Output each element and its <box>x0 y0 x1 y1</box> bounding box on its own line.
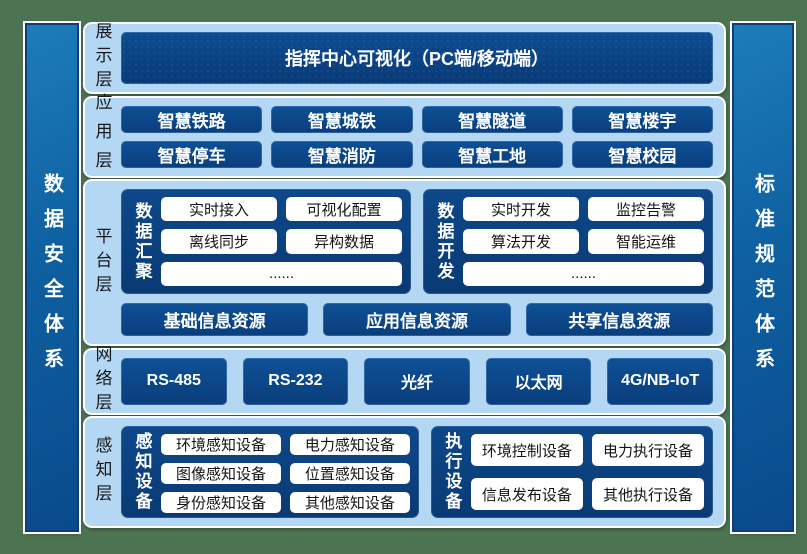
network-box: RS-485 <box>121 357 227 405</box>
network-box: 光纤 <box>364 357 470 405</box>
sensing-devices-label-col: 感知设备 <box>130 432 154 512</box>
aggregation-item-more: ...... <box>161 261 402 286</box>
data-development-label-col: 数据开发 <box>432 197 456 286</box>
application-box: 智慧工地 <box>421 140 563 168</box>
standards-label: 标准规范体系 <box>751 172 774 383</box>
network-box: 4G/NB-IoT <box>607 357 713 405</box>
data-development-label: 数据开发 <box>434 201 454 282</box>
data-aggregation-label: 数据汇聚 <box>132 201 152 282</box>
perception-layer-label-col: 感知层 <box>85 418 119 526</box>
display-layer-content: 指挥中心可视化（PC端/移动端） <box>119 24 724 92</box>
network-box: RS-232 <box>242 357 349 405</box>
platform-layer-label: 平台层 <box>92 226 112 299</box>
sensing-device: 图像感知设备 <box>161 463 281 484</box>
application-box: 智慧铁路 <box>121 105 263 133</box>
perception-layer-content: 感知设备 环境感知设备 电力感知设备 图像感知设备 位置感知设备 身份感知设备 … <box>119 418 724 526</box>
application-box: 智慧城铁 <box>271 105 413 133</box>
execution-device: 电力执行设备 <box>591 434 704 466</box>
application-box: 智慧校园 <box>571 140 713 168</box>
display-layer-label: 展示层 <box>92 22 112 94</box>
data-aggregation-subpanel: 数据汇聚 实时接入 可视化配置 离线同步 异构数据 ...... <box>121 189 411 294</box>
resource-box: 基础信息资源 <box>121 303 309 336</box>
development-item: 智能运维 <box>588 229 704 254</box>
display-layer-panel: 展示层 指挥中心可视化（PC端/移动端） <box>83 22 726 94</box>
execution-devices-subpanel: 执行设备 环境控制设备 电力执行设备 信息发布设备 其他执行设备 <box>430 426 713 518</box>
network-layer-content: RS-485 RS-232 光纤 以太网 4G/NB-IoT <box>119 350 724 413</box>
information-resources-row: 基础信息资源 应用信息资源 共享信息资源 <box>121 303 713 336</box>
development-item: 实时开发 <box>463 197 579 222</box>
application-layer-panel: 应用层 智慧铁路 智慧城铁 智慧隧道 智慧楼宇 智慧停车 智慧消防 智慧工地 智… <box>83 93 726 180</box>
execution-device: 环境控制设备 <box>470 434 583 466</box>
application-layer-label: 应用层 <box>92 93 112 180</box>
application-layer-content: 智慧铁路 智慧城铁 智慧隧道 智慧楼宇 智慧停车 智慧消防 智慧工地 智慧校园 <box>119 98 724 176</box>
execution-device: 其他执行设备 <box>591 478 704 510</box>
data-development-subpanel: 数据开发 实时开发 监控告警 算法开发 智能运维 ...... <box>423 189 713 294</box>
data-aggregation-label-col: 数据汇聚 <box>130 197 154 286</box>
sensing-devices-label: 感知设备 <box>132 432 152 512</box>
application-box: 智慧隧道 <box>421 105 563 133</box>
aggregation-item: 实时接入 <box>161 197 277 222</box>
data-aggregation-grid: 实时接入 可视化配置 离线同步 异构数据 ...... <box>161 197 402 286</box>
perception-layer-panel: 感知层 感知设备 环境感知设备 电力感知设备 图像感知设备 位置感知设备 身份感… <box>83 416 726 528</box>
aggregation-item: 离线同步 <box>161 229 277 254</box>
network-layer-label: 网络层 <box>92 345 112 417</box>
sensing-device: 环境感知设备 <box>161 434 281 455</box>
data-security-bar: 数据安全体系 <box>25 23 79 532</box>
aggregation-item: 异构数据 <box>286 229 402 254</box>
network-layer-panel: 网络层 RS-485 RS-232 光纤 以太网 4G/NB-IoT <box>83 345 726 417</box>
sensing-device: 其他感知设备 <box>289 492 410 513</box>
display-layer-label-col: 展示层 <box>85 22 119 94</box>
execution-devices-label: 执行设备 <box>442 432 462 512</box>
application-box: 智慧楼宇 <box>571 105 713 133</box>
application-layer-label-col: 应用层 <box>85 93 119 180</box>
application-grid: 智慧铁路 智慧城铁 智慧隧道 智慧楼宇 智慧停车 智慧消防 智慧工地 智慧校园 <box>121 105 713 168</box>
execution-device: 信息发布设备 <box>470 478 583 510</box>
sensing-device: 身份感知设备 <box>161 492 281 513</box>
platform-subpanels-row: 数据汇聚 实时接入 可视化配置 离线同步 异构数据 ...... 数据开发 <box>121 189 713 294</box>
command-center-banner: 指挥中心可视化（PC端/移动端） <box>121 32 713 84</box>
application-box: 智慧消防 <box>271 140 413 168</box>
sensing-device: 电力感知设备 <box>289 434 410 455</box>
platform-layer-content: 数据汇聚 实时接入 可视化配置 离线同步 异构数据 ...... 数据开发 <box>119 181 724 344</box>
platform-layer-panel: 平台层 数据汇聚 实时接入 可视化配置 离线同步 异构数据 ...... <box>83 179 726 346</box>
network-box: 以太网 <box>485 357 592 405</box>
perception-layer-label: 感知层 <box>92 436 112 508</box>
development-item-more: ...... <box>463 261 704 286</box>
development-item: 算法开发 <box>463 229 579 254</box>
execution-devices-grid: 环境控制设备 电力执行设备 信息发布设备 其他执行设备 <box>470 434 704 510</box>
application-box: 智慧停车 <box>121 140 263 168</box>
network-grid: RS-485 RS-232 光纤 以太网 4G/NB-IoT <box>121 357 713 405</box>
layer-stack: 展示层 指挥中心可视化（PC端/移动端） 应用层 智慧铁路 智慧城铁 智慧隧道 … <box>83 22 726 528</box>
aggregation-item: 可视化配置 <box>286 197 402 222</box>
sensing-device: 位置感知设备 <box>289 463 410 484</box>
data-security-label: 数据安全体系 <box>40 172 63 383</box>
data-development-grid: 实时开发 监控告警 算法开发 智能运维 ...... <box>463 197 704 286</box>
development-item: 监控告警 <box>588 197 704 222</box>
sensing-devices-subpanel: 感知设备 环境感知设备 电力感知设备 图像感知设备 位置感知设备 身份感知设备 … <box>121 426 419 518</box>
platform-layer-label-col: 平台层 <box>85 181 119 344</box>
resource-box: 应用信息资源 <box>323 303 511 336</box>
standards-bar: 标准规范体系 <box>732 23 794 532</box>
execution-devices-label-col: 执行设备 <box>440 432 464 512</box>
sensing-devices-grid: 环境感知设备 电力感知设备 图像感知设备 位置感知设备 身份感知设备 其他感知设… <box>161 434 410 513</box>
network-layer-label-col: 网络层 <box>85 345 119 417</box>
resource-box: 共享信息资源 <box>525 303 713 336</box>
